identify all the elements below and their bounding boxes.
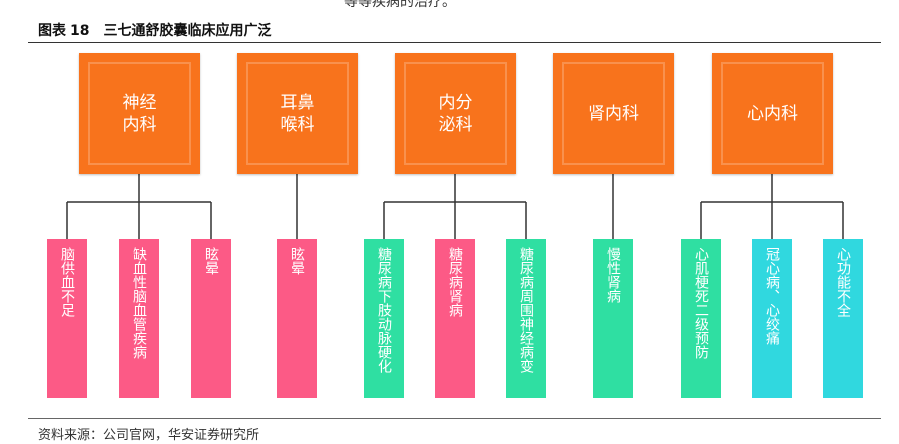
top-divider [28, 42, 881, 43]
condition-box: 心功能不全 [823, 239, 863, 398]
condition-label: 缺血性脑血管疾病 [131, 247, 147, 359]
condition-box: 冠心病、心绞痛 [752, 239, 792, 398]
condition-box: 糖尿病周围神经病变 [506, 239, 546, 398]
condition-label: 脑供血不足 [59, 247, 75, 317]
condition-box: 糖尿病下肢动脉硬化 [364, 239, 404, 398]
source-note: 资料来源：公司官网，华安证券研究所 [38, 428, 260, 443]
condition-label: 眩晕 [203, 247, 219, 275]
figure-number: 18 [70, 23, 90, 39]
condition-label: 糖尿病下肢动脉硬化 [376, 247, 392, 373]
department-box-cardiology: 心内科 [712, 53, 833, 174]
condition-label: 糖尿病周围神经病变 [518, 247, 534, 373]
department-label: 神经 内科 [122, 92, 157, 135]
condition-label: 冠心病、心绞痛 [764, 247, 780, 345]
department-label: 内分 泌科 [438, 92, 473, 135]
condition-box: 缺血性脑血管疾病 [119, 239, 159, 398]
department-box-nephrology: 肾内科 [553, 53, 674, 174]
previous-page-text-fragment: 等等疾病的治疗。 [344, 0, 456, 10]
condition-label: 慢性肾病 [605, 247, 621, 303]
condition-label: 心肌梗死二级预防 [693, 247, 709, 359]
condition-label: 心功能不全 [835, 247, 851, 317]
department-label: 耳鼻 喉科 [280, 92, 315, 135]
condition-box: 脑供血不足 [47, 239, 87, 398]
department-box-ent: 耳鼻 喉科 [237, 53, 358, 174]
condition-label: 眩晕 [289, 247, 305, 275]
figure-caption: 三七通舒胶囊临床应用广泛 [103, 23, 272, 39]
department-box-neurology: 神经 内科 [79, 53, 200, 174]
condition-label: 糖尿病肾病 [447, 247, 463, 317]
condition-box: 慢性肾病 [593, 239, 633, 398]
bottom-divider [28, 418, 881, 419]
condition-box: 眩晕 [191, 239, 231, 398]
condition-box: 心肌梗死二级预防 [681, 239, 721, 398]
condition-box: 糖尿病肾病 [435, 239, 475, 398]
figure-label: 图表 [38, 23, 66, 39]
condition-box: 眩晕 [277, 239, 317, 398]
department-label: 心内科 [747, 103, 798, 124]
department-box-endocrinology: 内分 泌科 [395, 53, 516, 174]
department-label: 肾内科 [588, 103, 639, 124]
